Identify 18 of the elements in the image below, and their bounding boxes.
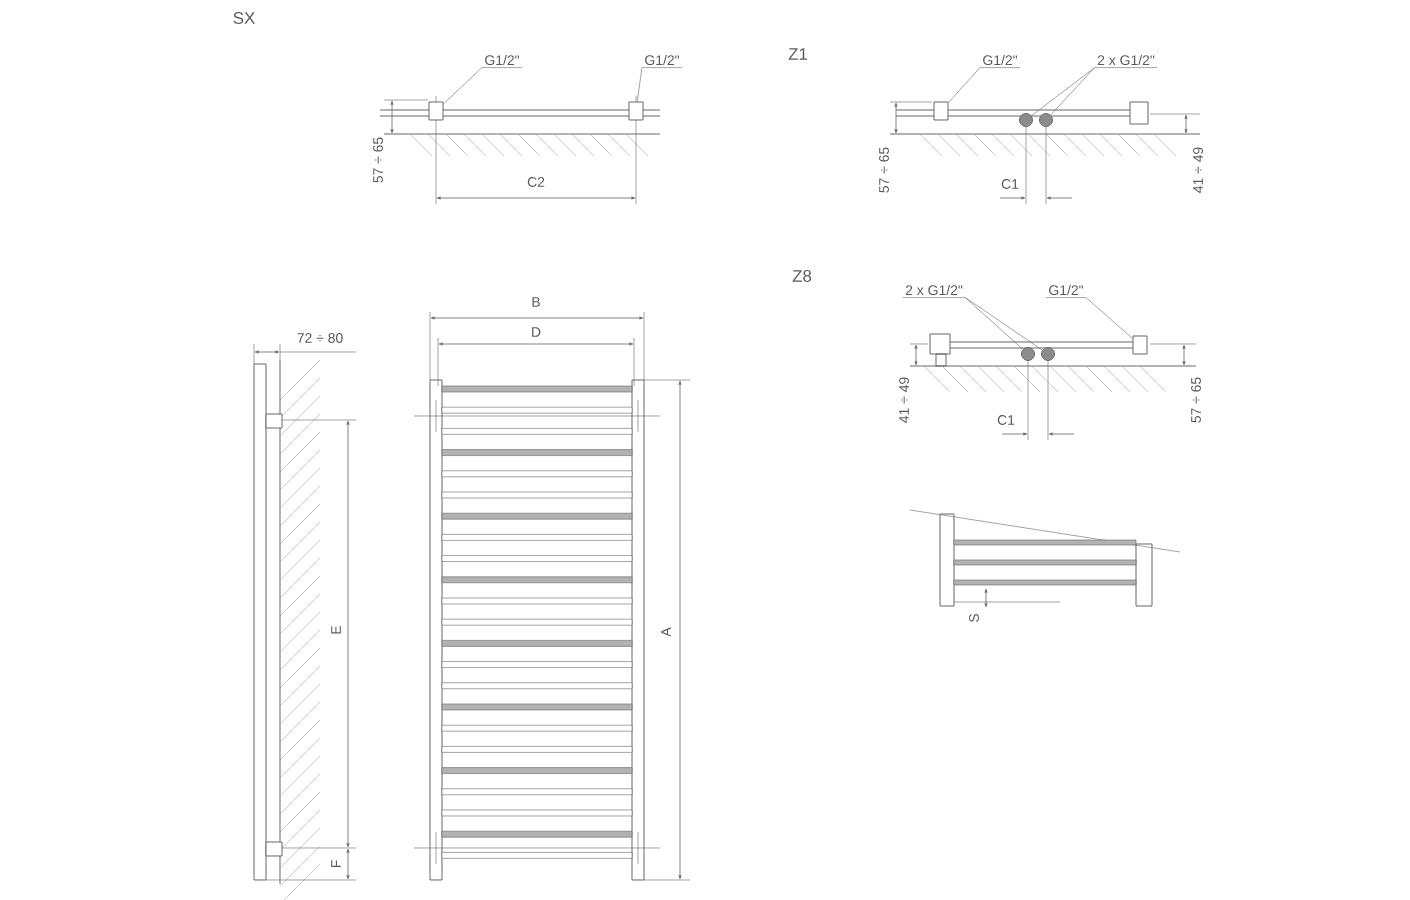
- leader-line: [1050, 67, 1095, 116]
- view-label: Z8: [792, 270, 812, 282]
- valve-box: [1132, 335, 1148, 355]
- leader-line: [948, 67, 981, 103]
- valve-box: [428, 101, 444, 121]
- leader-line: [637, 67, 643, 102]
- valve-box: [628, 101, 644, 121]
- pipe-connection: [1021, 347, 1035, 361]
- view-label: Z1: [788, 48, 808, 60]
- pipe-connection: [1019, 113, 1033, 127]
- valve-box: [933, 101, 949, 121]
- leader-line: [1085, 297, 1133, 339]
- leader-line: [443, 67, 483, 105]
- leader-line: [965, 297, 1024, 350]
- leader-line: [965, 297, 1043, 351]
- pipe-connection: [1039, 113, 1053, 127]
- view-label: SX: [233, 12, 255, 24]
- leader-line: [1031, 67, 1095, 117]
